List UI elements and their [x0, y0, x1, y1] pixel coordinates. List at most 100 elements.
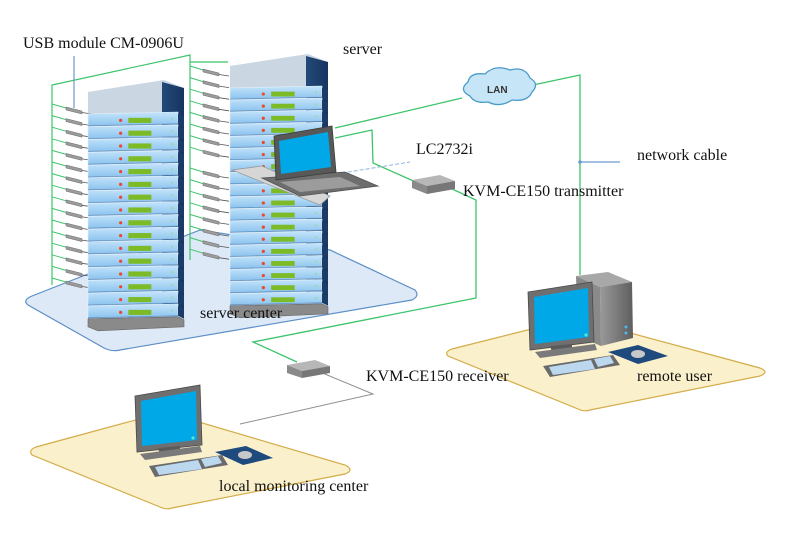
status-led-red: [119, 285, 123, 289]
server-unit[interactable]: [229, 267, 328, 282]
usb-module-dongle[interactable]: [202, 91, 230, 100]
usb-module-dongle[interactable]: [202, 115, 230, 123]
usb-branch: [189, 202, 204, 208]
status-led-green: [171, 117, 173, 120]
server-unit[interactable]: [87, 214, 184, 230]
status-led-red: [119, 208, 123, 212]
usb-module-dongle[interactable]: [202, 240, 230, 248]
server-unit[interactable]: [229, 206, 328, 222]
status-led-red: [261, 128, 265, 132]
server-unit[interactable]: [229, 279, 328, 294]
server-unit[interactable]: [87, 278, 184, 294]
server-unit[interactable]: [87, 201, 184, 217]
usb-module-dongle[interactable]: [202, 80, 230, 88]
server-unit[interactable]: [87, 290, 184, 306]
drive-bay: [128, 143, 152, 149]
status-led-green: [171, 194, 173, 197]
usb-branch: [51, 242, 67, 248]
server-unit[interactable]: [229, 242, 328, 258]
drive-bay: [271, 212, 295, 218]
server-unit[interactable]: [87, 175, 184, 191]
remote-keyboard[interactable]: [543, 355, 620, 377]
drive-bay: [271, 285, 295, 291]
server-unit[interactable]: [229, 109, 328, 125]
remote-mousepad[interactable]: [608, 345, 668, 364]
status-led-green: [171, 207, 173, 210]
usb-module-dongle[interactable]: [202, 217, 230, 225]
status-led-red: [261, 92, 265, 96]
server-unit[interactable]: [87, 137, 184, 153]
kvm-ce150-receiver-device[interactable]: [287, 360, 330, 378]
server-unit[interactable]: [87, 162, 184, 178]
server-unit[interactable]: [229, 194, 328, 209]
drive-bay: [271, 248, 295, 254]
usb-branch: [189, 167, 204, 173]
usb-branch: [51, 265, 67, 271]
drive-bay: [271, 224, 295, 230]
server-unit[interactable]: [87, 150, 184, 166]
drive-bay: [271, 261, 295, 266]
drive-bay: [128, 233, 152, 239]
drive-bay: [128, 169, 152, 175]
drive-bay: [271, 103, 295, 109]
usb-cables: [51, 54, 228, 285]
usb-branch: [51, 173, 67, 179]
server-unit[interactable]: [87, 265, 184, 281]
kvm-ce150-transmitter-device[interactable]: [412, 175, 455, 194]
server-unit[interactable]: [87, 111, 184, 127]
usb-module-dongle[interactable]: [202, 228, 230, 237]
remote-mouse: [631, 350, 645, 358]
status-led-red: [119, 298, 123, 302]
label-network-cable: network cable: [637, 147, 728, 164]
status-led-red: [261, 249, 265, 253]
remote-monitor[interactable]: [527, 281, 597, 358]
usb-branch: [51, 219, 67, 225]
server-unit[interactable]: [87, 252, 184, 268]
local-keyboard[interactable]: [149, 455, 228, 477]
laptop-keys: [280, 177, 360, 192]
usb-branches: [51, 65, 204, 283]
status-led-green: [171, 258, 173, 261]
usb-module-dongle[interactable]: [202, 126, 230, 135]
local-monitor[interactable]: [134, 384, 203, 460]
usb-module-dongle[interactable]: [202, 170, 230, 179]
usb-branch: [189, 179, 204, 185]
usb-module-dongle[interactable]: [202, 182, 230, 190]
drive-bay: [271, 127, 295, 133]
status-led-green: [171, 168, 173, 171]
server-unit[interactable]: [229, 255, 328, 270]
server-unit[interactable]: [229, 97, 328, 113]
server-unit[interactable]: [229, 218, 328, 234]
rack-base: [87, 316, 185, 332]
status-led-red: [261, 225, 265, 229]
server-unit[interactable]: [229, 85, 328, 101]
usb-module-dongle[interactable]: [202, 138, 230, 146]
local-mousepad[interactable]: [215, 446, 273, 465]
usb-module-dongle[interactable]: [202, 205, 230, 214]
drive-bay: [128, 207, 152, 213]
status-led-green: [315, 103, 317, 106]
drive-bay: [128, 181, 152, 187]
usb-module-dongle[interactable]: [202, 251, 230, 260]
status-led-green: [315, 296, 317, 299]
usb-module-dongle[interactable]: [202, 68, 230, 77]
server-unit[interactable]: [87, 239, 184, 255]
label-remote-user: remote user: [637, 368, 713, 385]
server-unit[interactable]: [87, 124, 184, 140]
usb-module-dongle[interactable]: [202, 193, 230, 202]
server-unit[interactable]: [87, 226, 184, 242]
usb-branch: [51, 115, 67, 121]
usb-module-dongle[interactable]: [202, 149, 230, 158]
lc2732i-console[interactable]: [230, 125, 380, 206]
status-led-red: [261, 189, 265, 193]
usb-module-dongle[interactable]: [202, 103, 230, 112]
server-unit[interactable]: [229, 291, 328, 306]
usb-branch: [189, 248, 204, 254]
server-unit[interactable]: [87, 188, 184, 204]
drive-bay: [271, 115, 295, 121]
server-unit[interactable]: [229, 230, 328, 246]
usb-branch: [189, 88, 204, 94]
server-unit[interactable]: [87, 303, 184, 319]
drive-bay: [128, 271, 152, 277]
usb-trunk-left: [51, 54, 191, 285]
